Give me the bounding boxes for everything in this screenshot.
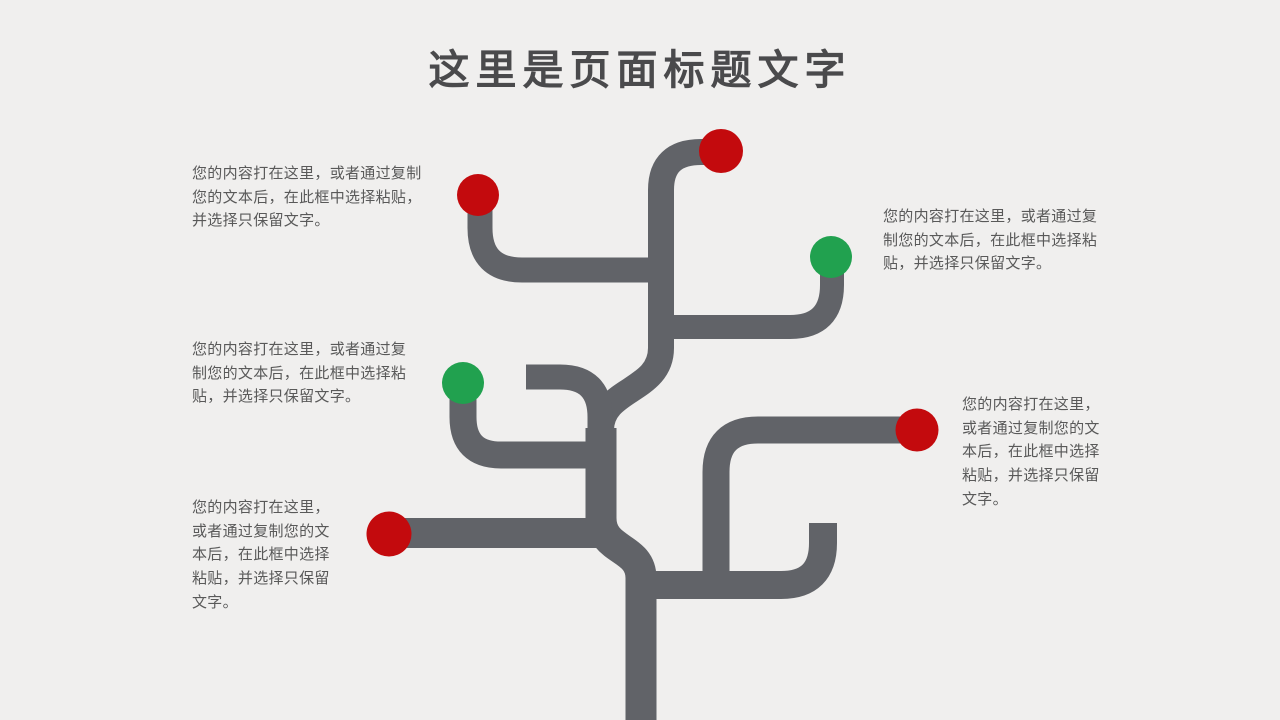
text-line: 贴，并选择只保留文字。 [883,255,1052,273]
tree-trunk-upper [588,139,717,432]
page-title: 这里是页面标题文字 [428,47,852,93]
text-line: 您的内容打在这里，或者通过复 [883,208,1098,225]
placeholder-text-block-upper-right: 您的内容打在这里，或者通过复制您的文本后，在此框中选择粘贴，并选择只保留文字。 [883,205,1097,276]
text-line: 或者通过复制您的文 [962,419,1100,437]
tree-branch-upper-right [661,262,844,339]
text-line: 粘贴，并选择只保留 [962,467,1100,485]
text-line: 贴，并选择只保留文字。 [192,388,361,406]
text-line: 制您的文本后，在此框中选择粘 [192,364,407,382]
tree-branch-lower-right [638,523,837,599]
text-line: 文字。 [192,593,238,611]
text-line: 本后，在此框中选择 [962,443,1100,461]
tree-branch-mid-right [702,416,910,592]
placeholder-text-block-upper-left: 您的内容打在这里，或者通过复制您的文本后，在此框中选择粘贴， 并选择只保留文字。 [192,162,422,233]
text-line: 粘贴，并选择只保留 [192,570,330,588]
tree-trunk-lower [585,428,657,720]
text-line: 您的内容打在这里，或者通过复 [192,341,407,358]
text-line: 您的内容打在这里，或者通过复制 [192,165,422,182]
red-dot-top [699,129,743,173]
red-dot-mid-right [895,408,939,452]
red-dot-lower-left [366,511,412,557]
placeholder-text-block-lower-left: 您的内容打在这里， 或者通过复制您的文本后，在此框中选择粘贴，并选择只保留文字。 [192,496,330,615]
placeholder-text-block-mid-left: 您的内容打在这里，或者通过复制您的文本后，在此框中选择粘贴，并选择只保留文字。 [192,338,406,409]
text-line: 并选择只保留文字。 [192,212,330,230]
text-line: 您的文本后，在此框中选择粘贴， [192,188,422,206]
red-dot-upper-left [457,174,499,216]
text-line: 您的内容打在这里， [192,499,330,516]
text-line: 文字。 [962,490,1008,508]
tree-branch-upper-left [467,200,661,283]
text-line: 本后，在此框中选择 [192,546,330,564]
green-dot-upper-right [810,236,852,278]
text-line: 制您的文本后，在此框中选择粘 [883,231,1098,249]
tree-branch-mid-left [449,390,608,469]
tree-stub-mid-left [526,364,613,428]
text-line: 您的内容打在这里， [962,396,1100,413]
placeholder-text-block-mid-right: 您的内容打在这里， 或者通过复制您的文本后，在此框中选择粘贴，并选择只保留文字。 [962,393,1100,512]
green-dot-mid-left [442,362,484,404]
text-line: 或者通过复制您的文 [192,522,330,540]
